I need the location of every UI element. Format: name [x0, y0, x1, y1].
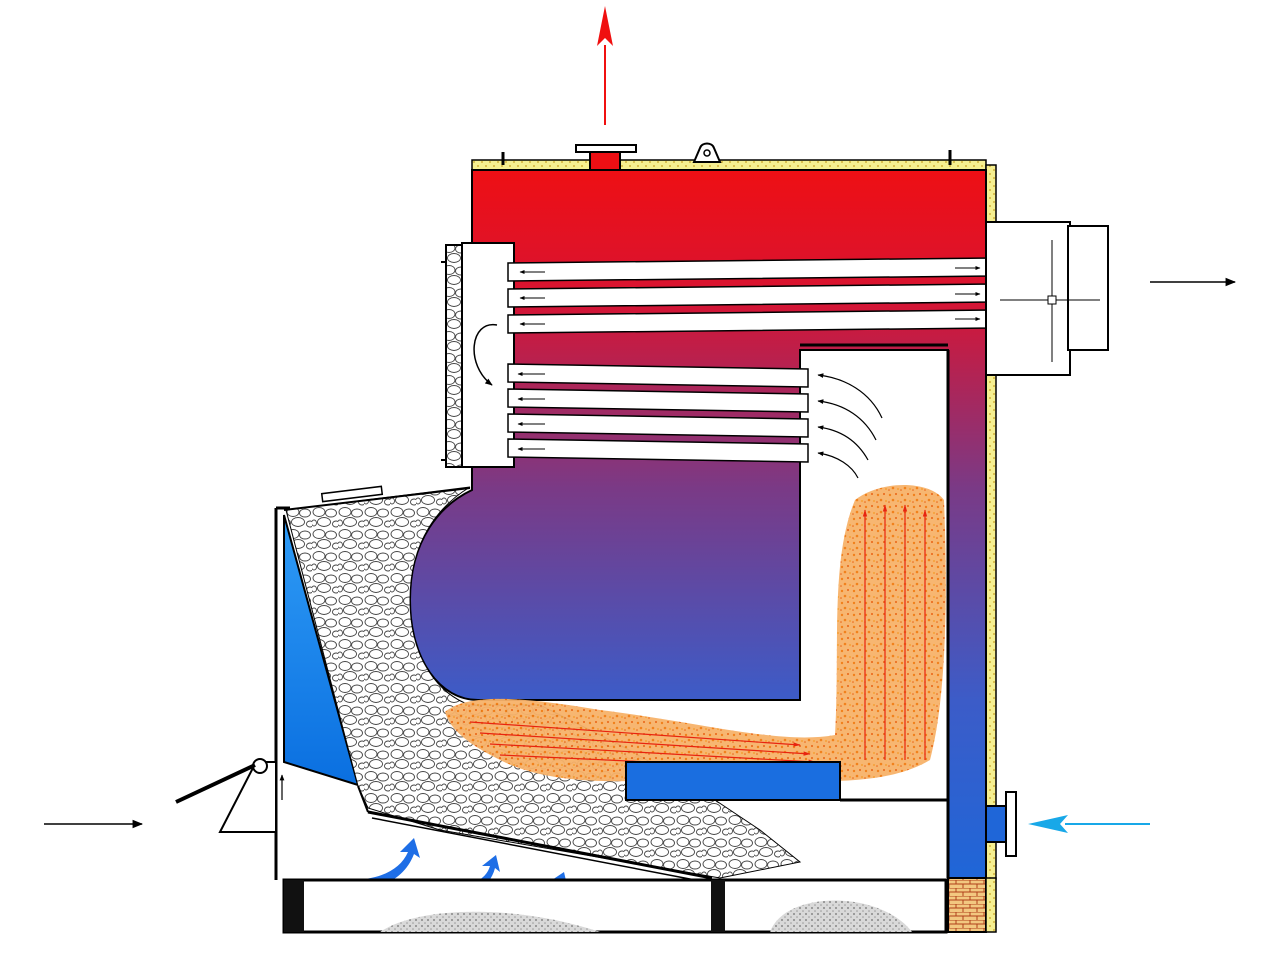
brick-support — [947, 877, 987, 933]
grate — [367, 810, 713, 880]
air-flap — [175, 758, 285, 833]
hot-water-outlet-arrow — [597, 6, 613, 125]
insulation-foot — [985, 877, 997, 933]
cold-water-in-arrow — [1028, 815, 1150, 833]
lower-fire-tubes — [507, 363, 809, 463]
upper-fire-tubes — [507, 257, 993, 334]
return-water-inlet — [985, 791, 1017, 857]
flame-zone — [445, 485, 946, 782]
outlet-flange — [575, 144, 637, 171]
lifting-lug — [692, 142, 722, 163]
flue-outlet — [985, 221, 1109, 376]
smoke-turn-arrow — [473, 324, 498, 386]
baffle-block — [625, 761, 841, 801]
hopper-water-jacket — [283, 514, 360, 787]
gas-flow-arrows — [817, 373, 883, 479]
smoke-box — [461, 242, 515, 468]
insulation-top — [471, 159, 987, 171]
flame-arrows — [469, 504, 928, 772]
hopper-lid — [283, 487, 471, 511]
ash-pit — [282, 878, 948, 934]
